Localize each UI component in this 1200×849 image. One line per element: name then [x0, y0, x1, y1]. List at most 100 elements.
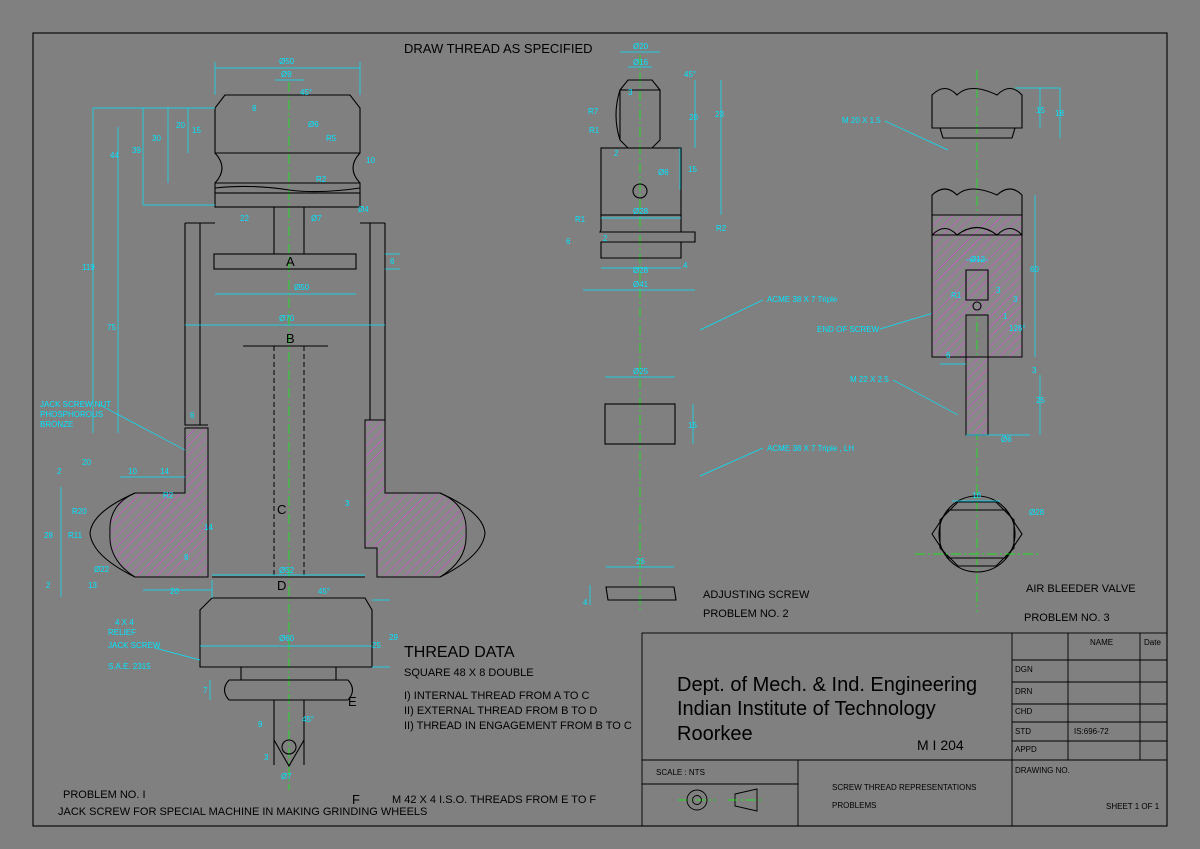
- problem1-jack-screw: A B C D E F: [40, 57, 632, 818]
- projection-symbol-icon: [678, 788, 764, 812]
- dim-d50b: Ø50: [294, 283, 310, 292]
- p2-d28b: Ø28: [633, 266, 649, 275]
- dim-d6: Ø6: [308, 120, 319, 129]
- dim-6b: 6: [190, 411, 195, 420]
- drawing-title-1: SCREW THREAD REPRESENTATIONS: [832, 783, 976, 792]
- title-block: Dept. of Mech. & Ind. Engineering Indian…: [641, 632, 1168, 827]
- dim-d7: Ø7: [311, 214, 322, 223]
- thread-line-4: II) THREAD IN ENGAGEMENT FROM B TO C: [404, 720, 632, 732]
- row-chd: CHD: [1015, 707, 1033, 716]
- dim-29: 29: [389, 633, 398, 642]
- p2-2: 2: [614, 149, 619, 158]
- p2-15: 15: [688, 165, 697, 174]
- row-appd: APPD: [1015, 745, 1037, 754]
- p2-callout-3: ACME 38 X 7 Triple , LH: [767, 444, 854, 453]
- p2-r2: R2: [716, 224, 727, 233]
- section-a: A: [286, 254, 295, 269]
- dim-r2a: R2: [316, 175, 327, 184]
- p3-18: 18: [1055, 109, 1064, 118]
- dim-6a: 6: [390, 257, 395, 266]
- sheet-border: [32, 32, 1168, 827]
- row-dgn: DGN: [1015, 665, 1033, 674]
- dim-10a: 10: [366, 156, 375, 165]
- sheet-label: SHEET 1 OF 1: [1106, 802, 1160, 811]
- p3-title: AIR BLEEDER VALVE: [1026, 583, 1136, 595]
- dim-r20: R20: [72, 507, 87, 516]
- p2-25: 25: [636, 557, 645, 566]
- p2-4: 4: [683, 261, 688, 270]
- dept-line-3: Roorkee: [677, 723, 753, 745]
- problem1-subtitle: JACK SCREW FOR SPECIAL MACHINE IN MAKING…: [58, 806, 427, 818]
- dim-44: 44: [110, 151, 119, 160]
- dim-39: 39: [132, 146, 141, 155]
- p3-126: 126°: [1009, 324, 1026, 333]
- dim-r2b: R2: [163, 491, 174, 500]
- row-drn: DRN: [1015, 687, 1033, 696]
- p2-d6: Ø6: [658, 168, 669, 177]
- thread-line-1: SQUARE 48 X 8 DOUBLE: [404, 667, 534, 679]
- course-code: M I 204: [917, 737, 964, 753]
- p3-problem: PROBLEM NO. 3: [1024, 612, 1110, 624]
- section-d: D: [277, 578, 286, 593]
- dim-25: 25: [372, 641, 381, 650]
- thread-data-title: THREAD DATA: [404, 644, 515, 661]
- p3-d28: Ø28: [1029, 508, 1045, 517]
- p3-r1: R1: [951, 291, 962, 300]
- drawing-no-label: DRAWING NO.: [1015, 766, 1070, 775]
- dim-13: 13: [88, 581, 97, 590]
- dim-2b: 2: [46, 581, 51, 590]
- row-std: STD: [1015, 727, 1031, 736]
- p3-callout-2: M 22 X 2.5: [850, 375, 889, 384]
- dim-28: 28: [44, 531, 53, 540]
- p3-60: 60: [1030, 265, 1039, 274]
- dim-r5: R5: [326, 134, 337, 143]
- p2-title: ADJUSTING SCREW: [703, 589, 810, 601]
- p2-15b: 15: [688, 421, 697, 430]
- section-f: F: [352, 792, 360, 807]
- dim-d52: Ø52: [279, 566, 295, 575]
- section-e: E: [348, 694, 357, 709]
- dim-3: 3: [345, 499, 350, 508]
- dim-7: 7: [203, 686, 208, 695]
- p2-20: 20: [689, 113, 698, 122]
- dim-r11: R11: [68, 531, 83, 540]
- nut-label: JACK SCREW NUT PHOSPHOROUS BRONZE: [40, 400, 113, 429]
- p3-25: 25: [1036, 396, 1045, 405]
- dim-d60: Ø60: [279, 634, 295, 643]
- dim-10b: 10: [128, 467, 137, 476]
- dim-20: 20: [176, 121, 185, 130]
- dim-45b: 45°: [318, 587, 330, 596]
- p2-d20: Ø20: [633, 42, 649, 51]
- dept-line-2: Indian Institute of Technology: [677, 698, 936, 720]
- section-c: C: [277, 502, 286, 517]
- p2-2b: 2: [603, 234, 608, 243]
- std-value: IS:696-72: [1074, 727, 1109, 736]
- problem2-adjusting-screw: Ø20 Ø16 45° 3 R7 R1 2 20 23 15 Ø6 Ø28 R1…: [566, 42, 961, 620]
- dim-22: 22: [240, 214, 249, 223]
- dim-15: 15: [192, 126, 201, 135]
- header-name: NAME: [1090, 638, 1113, 647]
- relief-label: 4 X 4 RELIEF: [108, 618, 136, 637]
- dim-20b: 20: [82, 458, 91, 467]
- dim-30: 30: [152, 134, 161, 143]
- dim-d7b: Ø7: [281, 772, 292, 781]
- problem3-air-bleeder-valve: 15 18 Ø12 R1 3 3 1 126° 6 60 3 25 Ø6 16 …: [842, 70, 1136, 624]
- drawing-title-2: PROBLEMS: [832, 801, 876, 810]
- p3-3b: 3: [1013, 295, 1018, 304]
- dim-20c: 20: [170, 587, 179, 596]
- p2-r7: R7: [588, 107, 599, 116]
- dim-8b: 8: [184, 553, 189, 562]
- p3-d12: Ø12: [970, 255, 986, 264]
- section-b: B: [286, 331, 295, 346]
- iso-note: M 42 X 4 I.S.O. THREADS FROM E TO F: [392, 794, 596, 806]
- dim-d4: Ø4: [358, 205, 369, 214]
- p2-45: 45°: [684, 70, 696, 79]
- p2-4b: 4: [583, 598, 588, 607]
- p3-d6: Ø6: [1001, 435, 1012, 444]
- dim-14a: 14: [160, 467, 169, 476]
- p2-d41: Ø41: [633, 280, 649, 289]
- dim-d22: Ø22: [94, 565, 110, 574]
- p3-3a: 3: [996, 286, 1001, 295]
- p2-d28: Ø28: [633, 207, 649, 216]
